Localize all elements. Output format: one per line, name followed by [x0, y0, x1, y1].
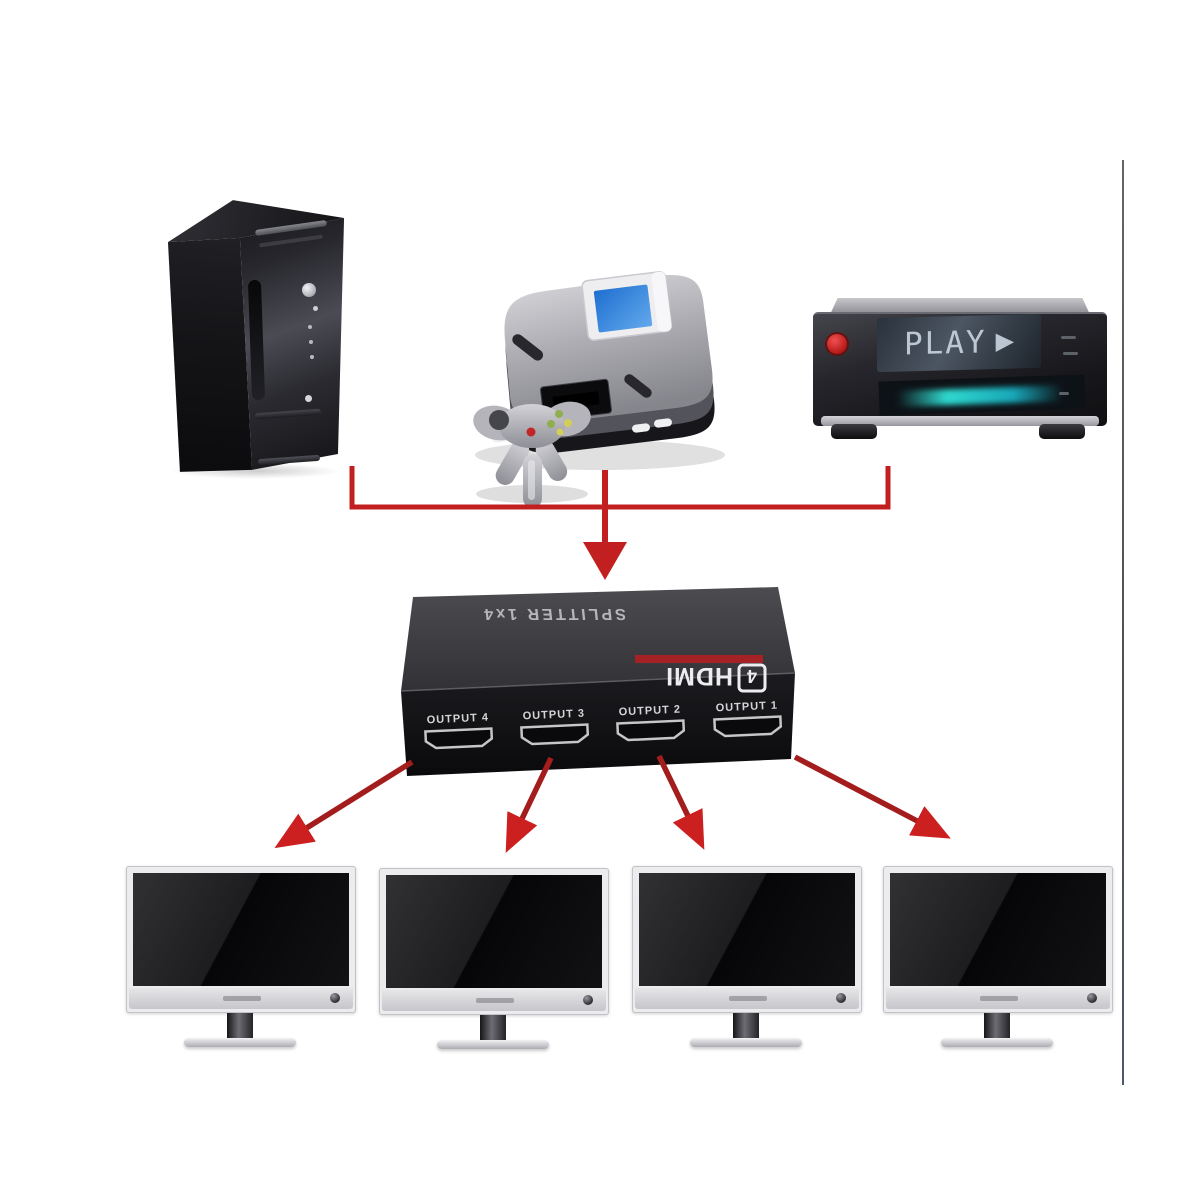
monitor-stand-base: [941, 1038, 1053, 1047]
dvd-foot: [1039, 424, 1085, 439]
dvd-base: [821, 416, 1099, 426]
hdmi-logo-badge: 4: [747, 666, 757, 686]
arrow-to-monitor-4: [793, 754, 951, 839]
pc-reset-button: [313, 306, 318, 311]
arrow-to-monitor-3: [656, 754, 705, 850]
arrow-to-monitor-2: [505, 756, 554, 853]
monitor-2: [379, 868, 609, 1050]
splitter-top-face: [401, 587, 795, 691]
dvd-power-button: [825, 332, 849, 356]
monitor-chin: [886, 988, 1110, 1009]
image-edge-line: [1122, 160, 1124, 1085]
hdmi-logo-badge-box: [737, 663, 767, 693]
controller-dpad: [489, 410, 509, 430]
dvd-button-mark: [1061, 336, 1076, 339]
splitter-output-1: OUTPUT 1: [713, 700, 783, 738]
dvd-button-mark: [1063, 352, 1078, 355]
output-2-label: OUTPUT 2: [618, 704, 681, 719]
connector-arrowhead: [583, 542, 627, 580]
controller-c-buttons: [547, 410, 572, 436]
output-4-label: OUTPUT 4: [426, 712, 489, 727]
monitor-power-button: [1087, 993, 1097, 1003]
dvd-player: PLAY ▶: [813, 296, 1107, 446]
dvd-button-mark: [1059, 392, 1069, 395]
monitor-frame: [379, 868, 609, 1015]
hdmi-splitter: SPLITTER 1x4 4 HDMI OUTPUT 4 OUTPUT 3 OU…: [400, 587, 796, 776]
console-vent: [512, 334, 544, 361]
monitor-1: [126, 866, 356, 1048]
monitor-screen: [890, 873, 1106, 986]
monitor-power-button: [836, 993, 846, 1003]
hdmi-logo: 4 HDMI: [635, 655, 767, 693]
splitter-output-4: OUTPUT 4: [424, 712, 494, 750]
hdmi-port: [713, 715, 783, 738]
monitor-chin: [635, 988, 859, 1009]
monitor-screen: [639, 873, 855, 986]
hdmi-logo-text: HDMI: [665, 662, 733, 690]
hdmi-port: [424, 727, 494, 750]
monitor-screen: [386, 875, 602, 988]
console-vent: [624, 374, 652, 398]
pc-side-panel: [167, 237, 253, 472]
monitor-stand-base: [690, 1038, 802, 1047]
output-3-label: OUTPUT 3: [522, 708, 585, 723]
dvd-foot: [831, 424, 877, 439]
monitor-chin: [382, 990, 606, 1011]
cartridge-label: [593, 284, 653, 333]
splitter-output-3: OUTPUT 3: [520, 708, 590, 746]
monitor-frame: [883, 866, 1113, 1013]
game-console: [473, 271, 725, 508]
pc-power-button: [302, 283, 316, 297]
pc-led: [308, 325, 312, 329]
arrow-to-monitor-1: [274, 759, 414, 849]
monitor-frame: [632, 866, 862, 1013]
monitor-power-button: [330, 993, 340, 1003]
monitor-3: [632, 866, 862, 1048]
dvd-top: [829, 298, 1091, 316]
hdmi-port: [616, 719, 686, 742]
hdmi-port: [520, 723, 590, 746]
output-arrows: [274, 754, 951, 853]
monitor-brand-mark: [729, 996, 767, 1001]
monitor-brand-mark: [223, 996, 261, 1001]
pc-led: [310, 355, 314, 359]
monitor-chin: [129, 988, 353, 1009]
monitor-power-button: [583, 995, 593, 1005]
monitor-frame: [126, 866, 356, 1013]
monitor-brand-mark: [476, 998, 514, 1003]
pc-tower: [163, 193, 347, 479]
splitter-top-label: SPLITTER 1x4: [480, 605, 626, 623]
monitor-brand-mark: [980, 996, 1018, 1001]
output-1-label: OUTPUT 1: [715, 700, 778, 715]
splitter-edge: [400, 672, 796, 692]
hdmi-logo-red-strip: [635, 655, 763, 663]
splitter-output-2: OUTPUT 2: [616, 704, 686, 742]
pc-button: [305, 395, 312, 402]
pc-led: [309, 340, 313, 344]
monitor-screen: [133, 873, 349, 986]
game-controller: [473, 401, 591, 508]
game-cartridge: [581, 271, 673, 341]
splitter-front-face: [401, 673, 795, 776]
monitor-4: [883, 866, 1113, 1048]
controller-start-button: [526, 427, 536, 437]
monitor-stand-base: [437, 1040, 549, 1049]
monitor-stand-base: [184, 1038, 296, 1047]
source-connector-line: [349, 466, 891, 510]
